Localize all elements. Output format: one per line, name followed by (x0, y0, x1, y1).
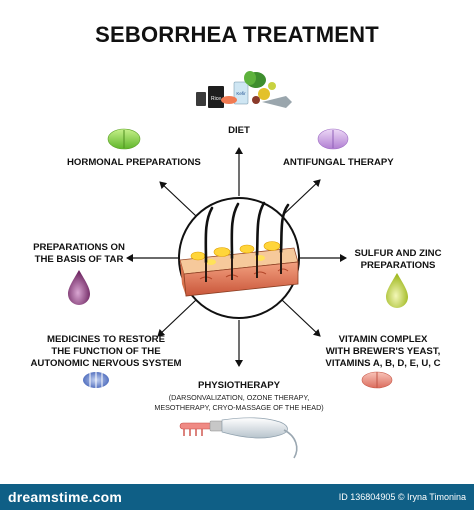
vitamins-label-line2: WITH BREWER'S YEAST, (325, 346, 441, 357)
medicines-label-line2: THE FUNCTION OF THE (51, 346, 161, 357)
rice-pack-label: Rice (211, 96, 221, 102)
hormonal-label: HORMONAL PREPARATIONS (67, 157, 201, 168)
tar-label-line2: THE BASIS OF TAR (34, 254, 124, 265)
arrow-hormonal (159, 181, 197, 217)
arrow-vitamins (281, 299, 321, 337)
sulfur-label-line2: PREPARATIONS (360, 260, 436, 271)
vitamins-label: VITAMIN COMPLEX WITH BREWER'S YEAST, VIT… (308, 334, 458, 370)
physiotherapy-label: PHYSIOTHERAPY (197, 380, 281, 391)
skin-section-illustration (179, 201, 299, 297)
physiotherapy-details-line1: (DARSONVALIZATION, OZONE THERAPY, (168, 393, 310, 402)
tar-label: PREPARATIONS ON THE BASIS OF TAR (26, 242, 132, 266)
tar-label-line1: PREPARATIONS ON (33, 242, 125, 253)
arrow-antifungal (281, 179, 321, 217)
diet-food-illustration: Rice Kefir (196, 71, 292, 108)
blue-capsule-icon (83, 372, 109, 388)
medicines-label-line1: MEDICINES TO RESTORE (47, 334, 165, 345)
watermark-footer: dreamstime.com ID 136804905 © Iryna Timo… (0, 484, 474, 510)
sulfur-drop-icon (386, 273, 408, 308)
arrows (126, 147, 347, 367)
vitamins-label-line3: VITAMINS A, B, D, E, U, C (325, 358, 441, 369)
footer-image-id: ID 136804905 © Iryna Timonina (338, 492, 466, 502)
footer-site-name: dreamstime.com (8, 489, 123, 505)
arrow-medicines (157, 299, 197, 337)
sulfur-label: SULFUR AND ZINC PREPARATIONS (350, 248, 446, 272)
purple-pill-icon (317, 128, 349, 150)
sulfur-label-line1: SULFUR AND ZINC (354, 248, 442, 259)
green-pill-icon (107, 128, 141, 150)
page-title: SEBORRHEA TREATMENT (95, 22, 379, 47)
darsonval-device-illustration (179, 417, 298, 459)
physiotherapy-details: (DARSONVALIZATION, OZONE THERAPY, MESOTH… (139, 393, 339, 413)
medicines-label: MEDICINES TO RESTORE THE FUNCTION OF THE… (30, 334, 182, 370)
kefir-pack-label: Kefir (236, 91, 246, 96)
antifungal-label: ANTIFUNGAL THERAPY (283, 157, 394, 168)
medicines-label-line3: AUTONOMIC NERVOUS SYSTEM (30, 358, 182, 369)
red-pill-icon (361, 371, 393, 389)
tar-drop-icon (68, 270, 90, 305)
physiotherapy-details-line2: MESOTHERAPY, CRYO-MASSAGE OF THE HEAD) (154, 403, 324, 412)
vitamins-label-line1: VITAMIN COMPLEX (338, 334, 428, 345)
diet-label: DIET (228, 125, 250, 136)
